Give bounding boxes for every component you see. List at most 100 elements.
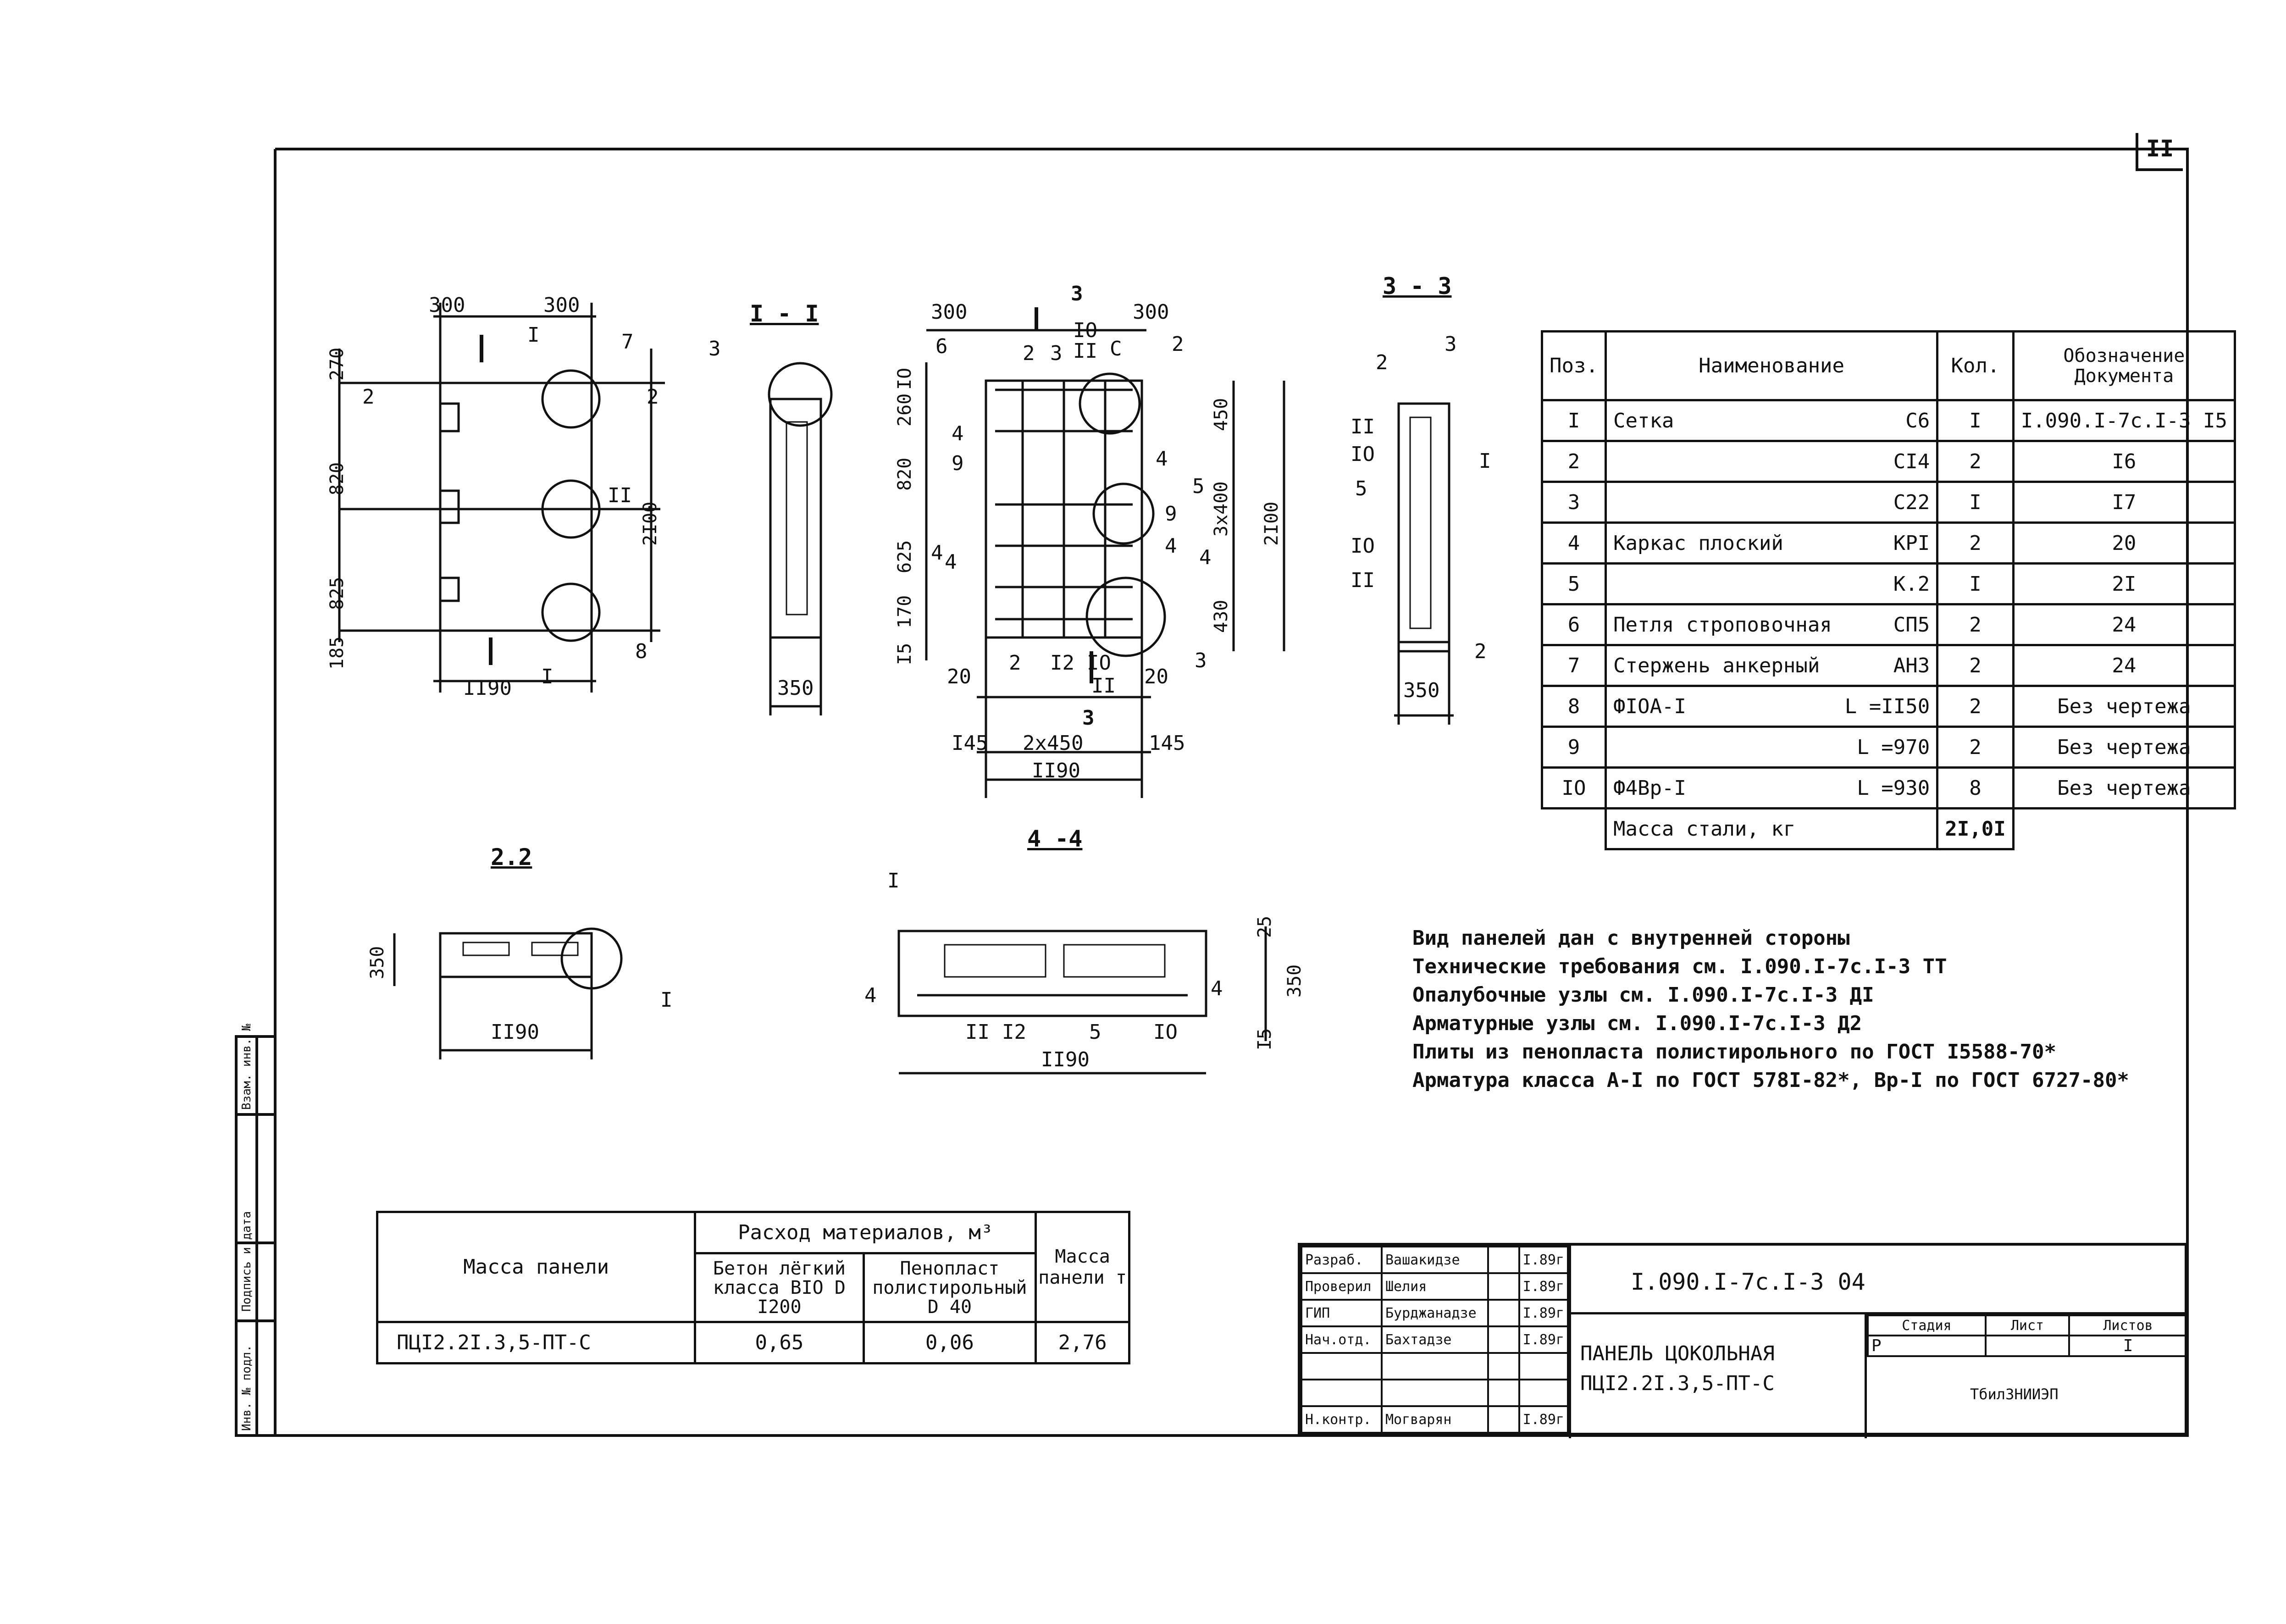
mass-col-group: Расход материалов, м³ bbox=[694, 1211, 1037, 1254]
signature-date: I.89г bbox=[1518, 1272, 1569, 1301]
note-line: Технические требования см. I.090.I-7c.I-… bbox=[1412, 955, 1947, 978]
reinforcement-plan bbox=[925, 307, 1285, 798]
spec-cell-doc: I6 bbox=[2012, 440, 2236, 483]
elev-section-mark-top: I bbox=[527, 323, 540, 347]
note-line: Плиты из пенопласта полистирольного по Г… bbox=[1412, 1040, 2056, 1064]
note-line: Опалубочные узлы см. I.090.I-7c.I-3 ДI bbox=[1412, 983, 1874, 1007]
s22-callout-1: I bbox=[660, 988, 673, 1012]
section-1-1-title: I - I bbox=[750, 300, 819, 327]
plan-section-mark-4a: 4 bbox=[945, 550, 957, 574]
section-3-3-title: 3 - 3 bbox=[1383, 273, 1452, 299]
s33-callout-2b: 2 bbox=[1474, 640, 1487, 663]
spec-cell-doc: I7 bbox=[2012, 481, 2236, 524]
section-3-3 bbox=[1394, 402, 1454, 725]
section-4-4 bbox=[897, 926, 1267, 1075]
s44-dim-25: 25 bbox=[1254, 915, 1275, 938]
elev-callout-2-right: 2 bbox=[647, 385, 659, 409]
stage-table: Стадия Лист Листов Р I bbox=[1867, 1314, 2188, 1357]
side-stamp-replace: Взам. инв. № bbox=[240, 1024, 254, 1110]
spec-cell-doc: 24 bbox=[2012, 644, 2236, 687]
mass-row-foam: 0,06 bbox=[862, 1321, 1037, 1364]
spec-cell-qty: I bbox=[1936, 399, 2015, 442]
section-2-2-title: 2.2 bbox=[491, 844, 532, 870]
plan-dim-left-625: 625 bbox=[894, 540, 915, 573]
mass-row-concrete: 0,65 bbox=[694, 1321, 865, 1364]
spec-cell-doc: I.090.I-7c.I-3 I5 bbox=[2012, 399, 2236, 442]
spec-cell-mark: L =II50 bbox=[1838, 685, 1939, 728]
plan-dim-left-170: 170 bbox=[894, 595, 915, 628]
s33-callout-11b: II bbox=[1351, 569, 1375, 592]
plan-dim-left-15: I5 bbox=[894, 643, 915, 665]
plan-dim-1190: II90 bbox=[1032, 759, 1080, 782]
signature-mark bbox=[1487, 1352, 1520, 1380]
plan-section-mark-3: 3 bbox=[1071, 282, 1083, 305]
elev-dim-825: 825 bbox=[327, 576, 348, 610]
plan-callout-3-bottom: 3 bbox=[1195, 649, 1207, 672]
spec-cell-pos: 3 bbox=[1541, 481, 1607, 524]
sheet-label: Лист bbox=[1984, 1314, 2070, 1336]
s33-callout-2a: 2 bbox=[1376, 351, 1388, 374]
spec-cell-name bbox=[1604, 726, 1838, 769]
signature-name bbox=[1380, 1352, 1489, 1380]
plan-dim-145a: I45 bbox=[952, 732, 988, 755]
plan-callout-9b: 9 bbox=[1165, 502, 1177, 526]
plan-dim-bottom-20b: 20 bbox=[1144, 665, 1168, 688]
elev-dim-top-right: 300 bbox=[543, 294, 580, 317]
plan-dim-bottom-2: 2 bbox=[1009, 651, 1021, 675]
mass-col-mass: Масса панели т bbox=[1035, 1211, 1130, 1323]
elev-dim-270: 270 bbox=[327, 347, 348, 381]
signature-date bbox=[1518, 1352, 1569, 1380]
signature-row bbox=[1301, 1379, 1569, 1407]
signature-mark bbox=[1487, 1405, 1520, 1434]
elev-callout-8: 8 bbox=[635, 640, 648, 663]
elev-dim-top-left: 300 bbox=[429, 294, 465, 317]
mass-sub-concrete: Бетон лёгкий класса ВIO D I200 bbox=[694, 1252, 865, 1323]
plan-section-mark-4b: 4 bbox=[1199, 546, 1212, 569]
plan-callout-4d: 4 bbox=[931, 541, 943, 565]
spec-cell-pos: 8 bbox=[1541, 685, 1607, 728]
spec-cell-qty: I bbox=[1936, 562, 2015, 605]
section-4-4-title: 4 -4 bbox=[1027, 826, 1083, 852]
spec-cell-qty: 2 bbox=[1936, 726, 2015, 769]
s22-dim-1190: II90 bbox=[491, 1020, 539, 1044]
signature-name: Бурджанадзе bbox=[1380, 1299, 1489, 1327]
plan-callout-9a: 9 bbox=[952, 452, 964, 475]
spec-cell-mark: КРI bbox=[1838, 521, 1939, 565]
signature-name: Шелия bbox=[1380, 1272, 1489, 1301]
plan-dim-right-3x400: 3x400 bbox=[1211, 481, 1232, 537]
plan-callout-4a: 4 bbox=[952, 422, 964, 445]
spec-cell-name bbox=[1604, 440, 1838, 483]
spec-header-pos: Поз. bbox=[1541, 330, 1607, 401]
sheets-value: I bbox=[2068, 1335, 2188, 1357]
elev-section-mark-bottom: I bbox=[541, 665, 554, 688]
signature-role: Н.контр. bbox=[1301, 1405, 1383, 1434]
spec-cell-qty: 2 bbox=[1936, 685, 2015, 728]
spec-cell-doc: Без чертежа bbox=[2012, 766, 2236, 809]
plan-dim-right-2100: 2I00 bbox=[1261, 501, 1282, 546]
spec-cell-doc: 24 bbox=[2012, 603, 2236, 646]
mass-col-name: Масса панели bbox=[376, 1211, 697, 1323]
s33-callout-10a: IO bbox=[1351, 443, 1375, 466]
plan-dim-bottom-20a: 20 bbox=[947, 665, 971, 688]
spec-cell-name: Сетка bbox=[1604, 399, 1838, 442]
plan-dim-right-430: 430 bbox=[1211, 599, 1232, 633]
spec-cell-name: Петля строповочная bbox=[1604, 603, 1838, 646]
spec-cell-doc: Без чертежа bbox=[2012, 685, 2236, 728]
plan-section-mark-3-bottom: 3 bbox=[1082, 706, 1095, 730]
plan-dim-top-11: II bbox=[1073, 339, 1097, 363]
mass-table: Масса панели Расход материалов, м³ Масса… bbox=[376, 1211, 1130, 1364]
sheet-number: II bbox=[2146, 135, 2174, 162]
note-line: Вид панелей дан с внутренней стороны bbox=[1412, 926, 1850, 950]
spec-cell-qty: 8 bbox=[1936, 766, 2015, 809]
mass-sub-foam: Пенопласт полистирольный D 40 bbox=[862, 1252, 1037, 1323]
s44-callout-5: 5 bbox=[1089, 1020, 1101, 1044]
